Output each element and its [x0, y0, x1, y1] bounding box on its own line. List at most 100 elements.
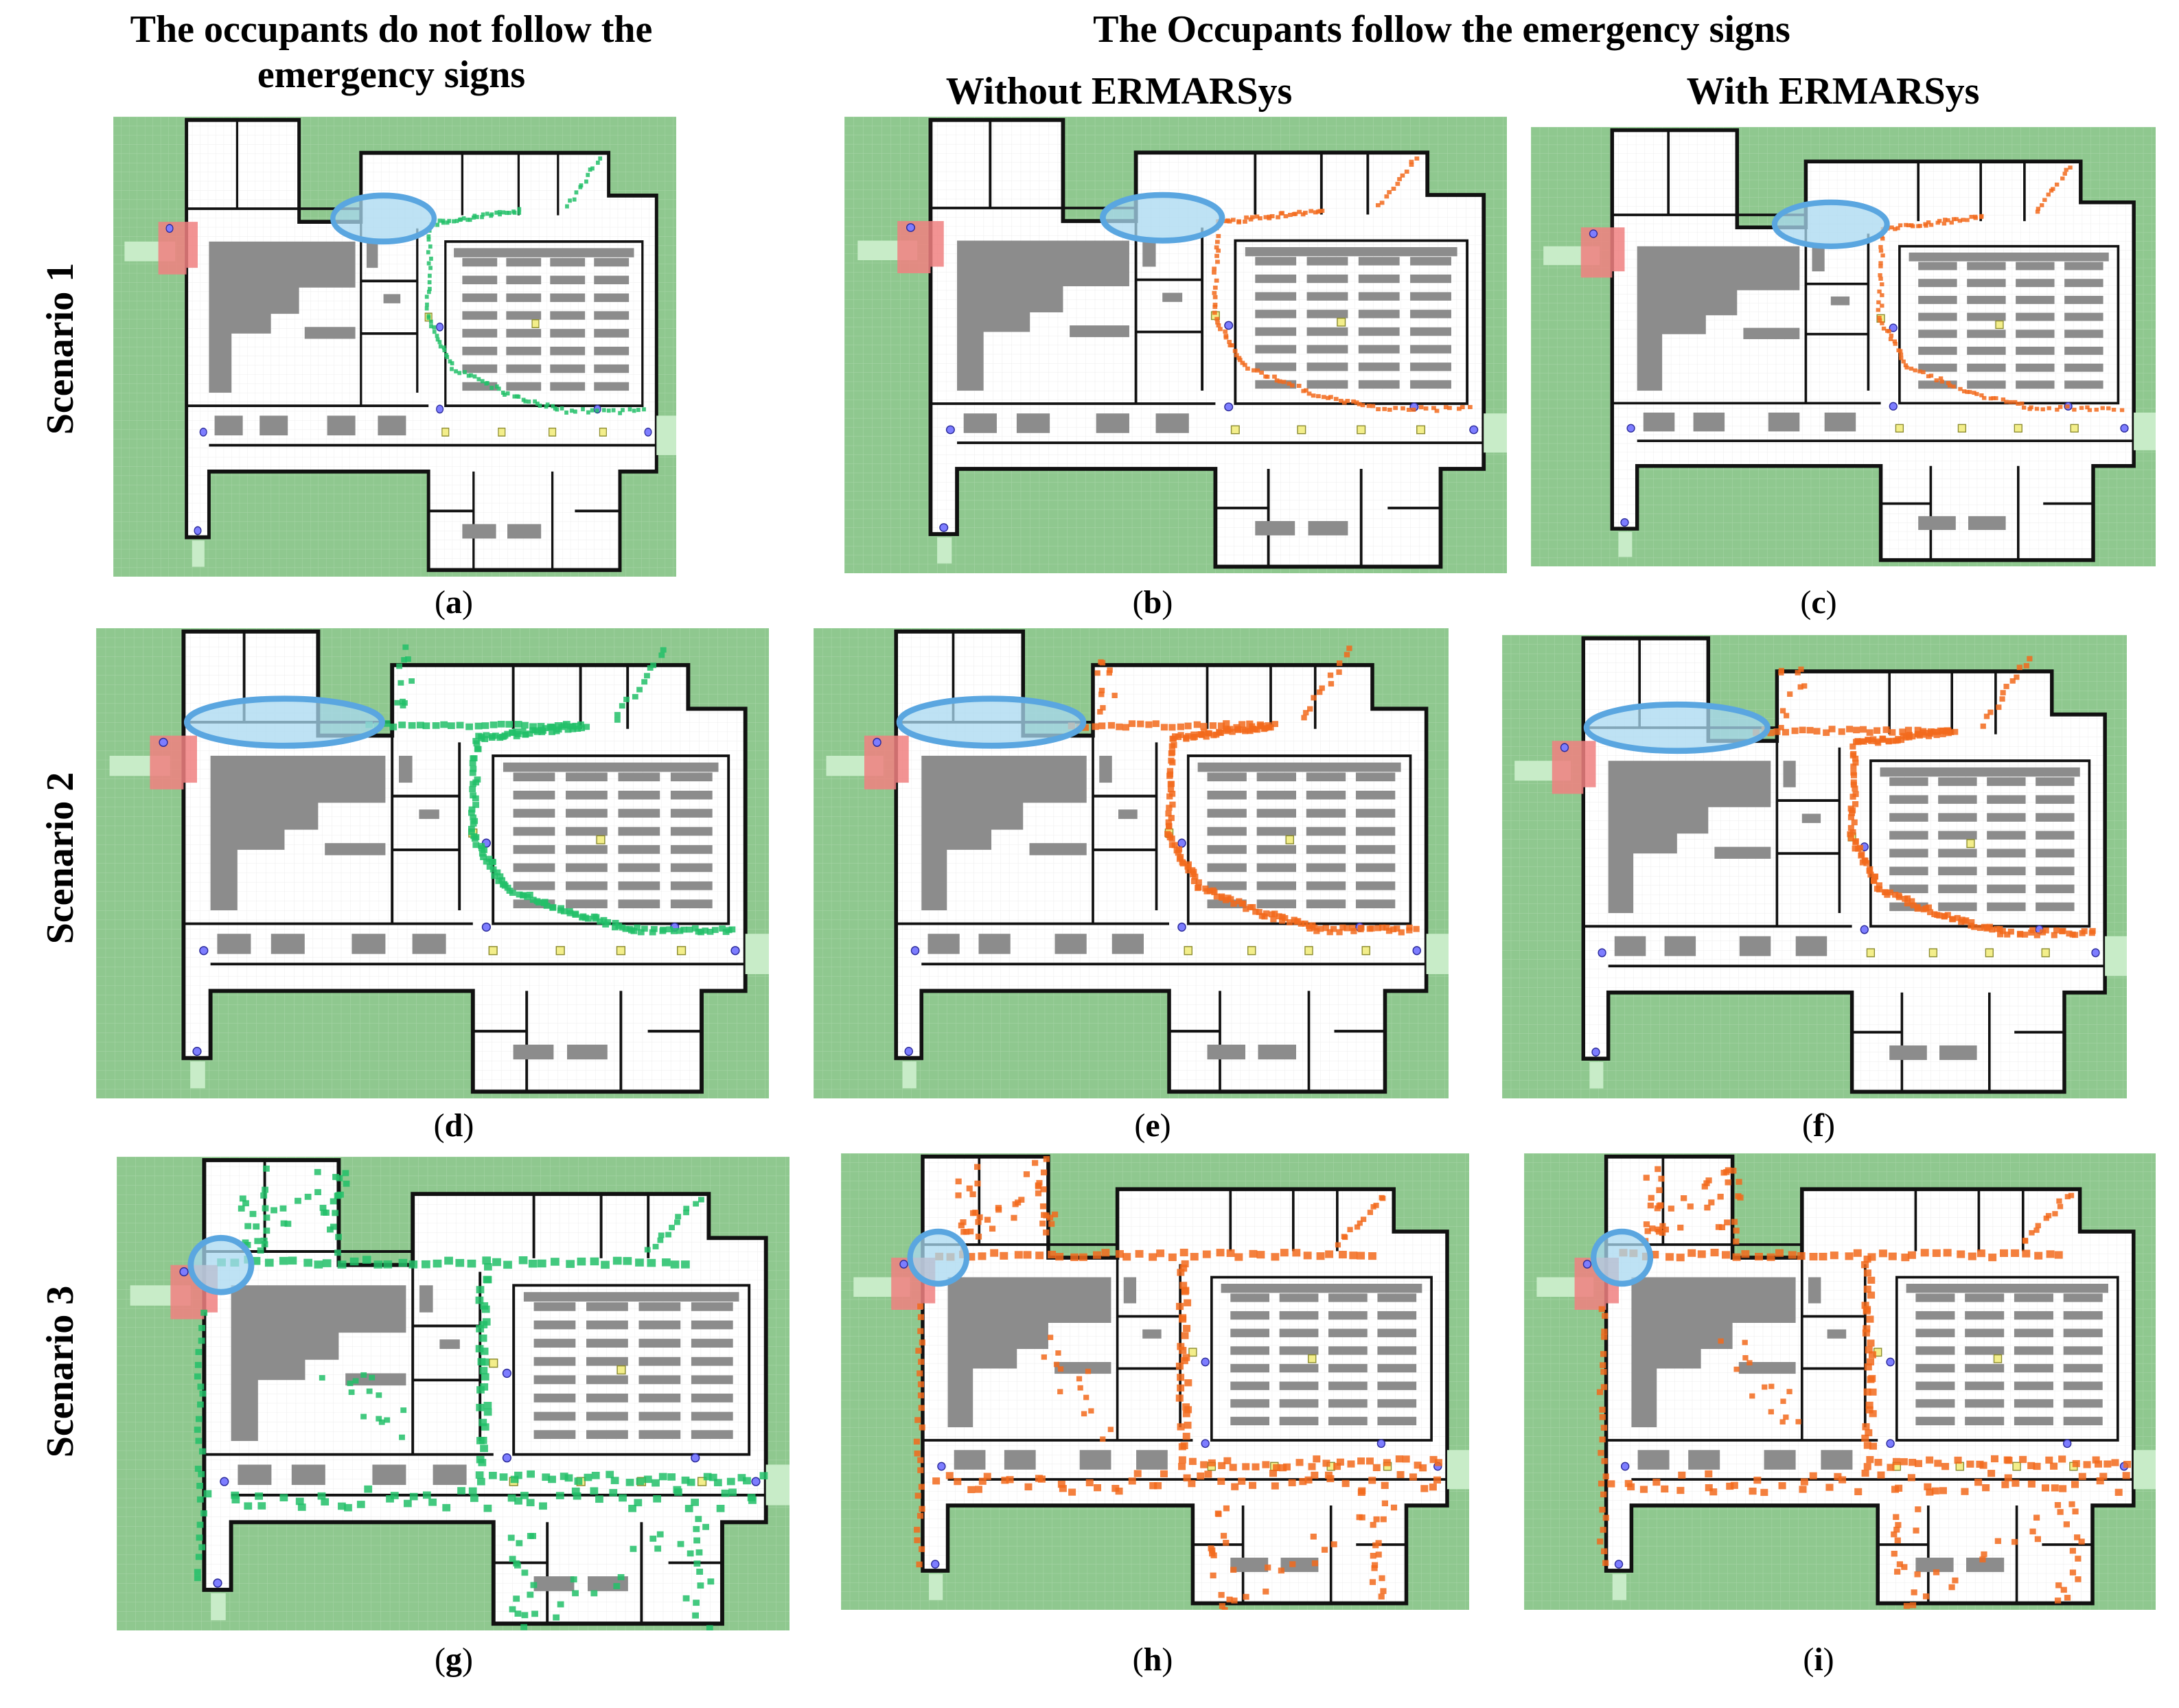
shelf — [1410, 327, 1451, 336]
shelf — [691, 1339, 733, 1348]
shelf — [1410, 345, 1451, 354]
occupant-marker — [502, 1453, 512, 1463]
shelf — [1965, 1381, 2005, 1390]
occupant-marker — [751, 1477, 761, 1486]
shelf — [618, 827, 660, 836]
shelf — [550, 293, 586, 302]
exit-south — [1618, 531, 1633, 557]
evacuation-trail — [1876, 165, 2125, 413]
occupant-marker — [1589, 229, 1598, 238]
shelf — [566, 845, 608, 854]
occupant-marker — [931, 1560, 940, 1569]
occupant-marker — [436, 404, 444, 414]
shelf — [506, 275, 542, 285]
occupant-marker — [1469, 425, 1479, 435]
header-col2: Without ERMARSys — [945, 70, 1293, 113]
shelf — [1306, 257, 1348, 266]
storage-block — [209, 241, 356, 393]
shelf — [1207, 809, 1247, 818]
shelf — [1987, 795, 2026, 804]
shelf — [2064, 380, 2103, 389]
occupant-marker — [1886, 1439, 1895, 1449]
shelf — [670, 863, 713, 873]
shelf — [533, 1302, 576, 1311]
evacuation-trail — [1596, 1166, 2132, 1609]
building-outline — [1610, 128, 2136, 562]
floor-plan-panel-i — [1524, 1153, 2156, 1610]
shelf — [618, 809, 660, 818]
occupant-marker — [502, 1368, 512, 1378]
shelf — [1918, 262, 1957, 270]
shelf — [1255, 257, 1297, 266]
floor-plan-panel-d — [96, 628, 769, 1098]
occupant-marker — [1598, 948, 1606, 958]
shelf — [1255, 274, 1297, 284]
shelf — [2014, 1363, 2053, 1373]
occupant-marker — [1224, 321, 1234, 330]
shelf — [2063, 1328, 2103, 1337]
shelf — [1306, 345, 1348, 354]
shelf — [2016, 380, 2055, 389]
occupant-marker — [179, 1267, 189, 1277]
shelf — [462, 329, 498, 338]
shelf — [638, 1430, 681, 1440]
shelf — [1207, 863, 1247, 873]
exit-south — [1589, 1061, 1604, 1089]
shelf — [1255, 345, 1297, 354]
shelf — [1328, 1346, 1368, 1355]
shelf — [2063, 1399, 2103, 1408]
shelf — [1230, 1293, 1270, 1302]
shelf — [1358, 257, 1400, 266]
shelf — [2036, 777, 2075, 786]
occupant-marker — [873, 737, 881, 747]
shelf — [691, 1357, 733, 1366]
sign-marker — [1361, 946, 1370, 956]
storage-block — [210, 755, 386, 910]
shelf — [594, 275, 630, 285]
occupant-marker — [220, 1477, 229, 1486]
header-col1: The occupants do not follow the emergenc… — [130, 8, 653, 96]
shelf — [1965, 1416, 2005, 1426]
caption-e: (e) — [1134, 1107, 1171, 1144]
sign-marker — [1995, 320, 2004, 330]
shelf — [1279, 1381, 1319, 1390]
shelf — [594, 257, 630, 267]
shelf — [1328, 1293, 1368, 1302]
shelf — [533, 1375, 576, 1385]
shelf — [638, 1375, 681, 1385]
shelf — [1889, 795, 1928, 804]
shelf — [1355, 845, 1396, 854]
shelf — [1255, 362, 1297, 371]
shelf — [1377, 1381, 1417, 1390]
shelf — [2036, 813, 2075, 822]
shelf — [586, 1411, 628, 1421]
exit-zone — [150, 735, 197, 789]
shelf — [550, 364, 586, 373]
shelf — [1377, 1346, 1417, 1355]
shelf — [2063, 1346, 2103, 1355]
shelf — [618, 899, 660, 909]
shelf — [2036, 902, 2075, 912]
exit-east — [656, 415, 676, 455]
shelf — [1230, 1311, 1270, 1320]
exit-east — [745, 934, 769, 974]
shelf — [618, 790, 660, 800]
floor-plan-panel-h — [841, 1153, 1469, 1610]
occupant-marker — [1860, 925, 1869, 934]
shelf — [1918, 363, 1957, 372]
shelf — [2016, 363, 2055, 372]
occupant-marker — [945, 425, 955, 435]
shelf — [594, 311, 630, 320]
shelf — [586, 1357, 628, 1366]
shelf — [1938, 902, 1977, 912]
shelf — [1918, 279, 1957, 288]
shelf — [1256, 881, 1296, 890]
caption-d: (d) — [433, 1107, 474, 1144]
occupant-marker — [910, 946, 920, 956]
occupant-marker — [2120, 424, 2129, 433]
occupant-marker — [1620, 1462, 1630, 1471]
shelf — [506, 311, 542, 320]
caption-g: (g) — [435, 1641, 473, 1678]
shelf — [2064, 295, 2103, 304]
shelf — [506, 382, 542, 391]
